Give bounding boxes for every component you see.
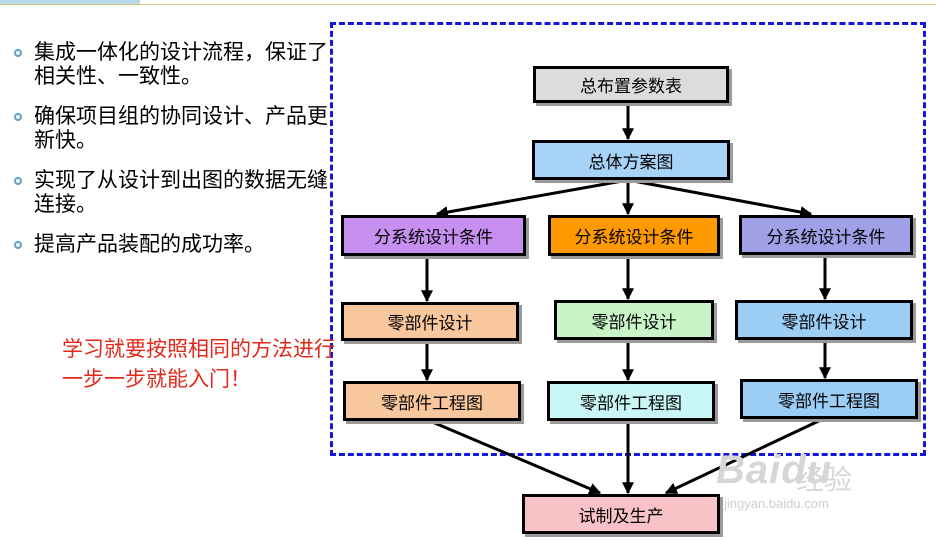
watermark-url: jingyan.baidu.com (724, 496, 829, 511)
node-part-design: 零部件设计 (341, 302, 519, 341)
bullet-item: 提高产品装配的成功率。 (12, 232, 332, 256)
arrow (627, 178, 813, 218)
bullet-text: 集成一体化的设计流程，保证了相关性、一致性。 (34, 40, 328, 88)
note-line: 一步一步就能入门！ (62, 367, 251, 391)
node-trial-production: 试制及生产 (522, 494, 720, 534)
arrow (664, 416, 826, 495)
arrow (435, 178, 629, 219)
arrow (429, 419, 602, 495)
bullet-circle-icon (14, 241, 22, 249)
node-part-design: 零部件设计 (554, 300, 714, 340)
bullet-circle-icon (14, 49, 22, 57)
bullet-text: 实现了从设计到出图的数据无缝连接。 (34, 168, 328, 216)
node-part-drawing: 零部件工程图 (343, 381, 521, 421)
node-part-drawing: 零部件工程图 (740, 379, 918, 419)
node-subsystem-conditions: 分系统设计条件 (739, 215, 913, 255)
node-subsystem-conditions: 分系统设计条件 (341, 215, 526, 256)
bullet-circle-icon (14, 113, 22, 121)
bullet-item: 集成一体化的设计流程，保证了相关性、一致性。 (12, 40, 332, 88)
bullet-circle-icon (14, 177, 22, 185)
red-note: 学习就要按照相同的方法进行 一步一步就能入门！ (62, 334, 382, 394)
bullet-text: 提高产品装配的成功率。 (34, 232, 265, 256)
watermark-brand: Baidu (716, 448, 833, 492)
node-part-drawing: 零部件工程图 (547, 381, 715, 421)
bullet-list: 集成一体化的设计流程，保证了相关性、一致性。 确保项目组的协同设计、产品更新快。… (12, 40, 332, 272)
node-overall-scheme: 总体方案图 (532, 140, 730, 180)
title-bar-line (0, 4, 936, 5)
node-part-design: 零部件设计 (735, 300, 913, 340)
node-subsystem-conditions: 分系统设计条件 (548, 215, 720, 256)
baidu-watermark: Baidu 经验 jingyan.baidu.com (716, 448, 916, 518)
title-bar-accent (0, 0, 140, 4)
node-general-layout-parameters: 总布置参数表 (533, 66, 729, 103)
bullet-item: 确保项目组的协同设计、产品更新快。 (12, 104, 332, 152)
bullet-text: 确保项目组的协同设计、产品更新快。 (34, 104, 328, 152)
bullet-item: 实现了从设计到出图的数据无缝连接。 (12, 168, 332, 216)
watermark-sub: 经验 (796, 463, 853, 496)
note-line: 学习就要按照相同的方法进行 (62, 337, 335, 361)
